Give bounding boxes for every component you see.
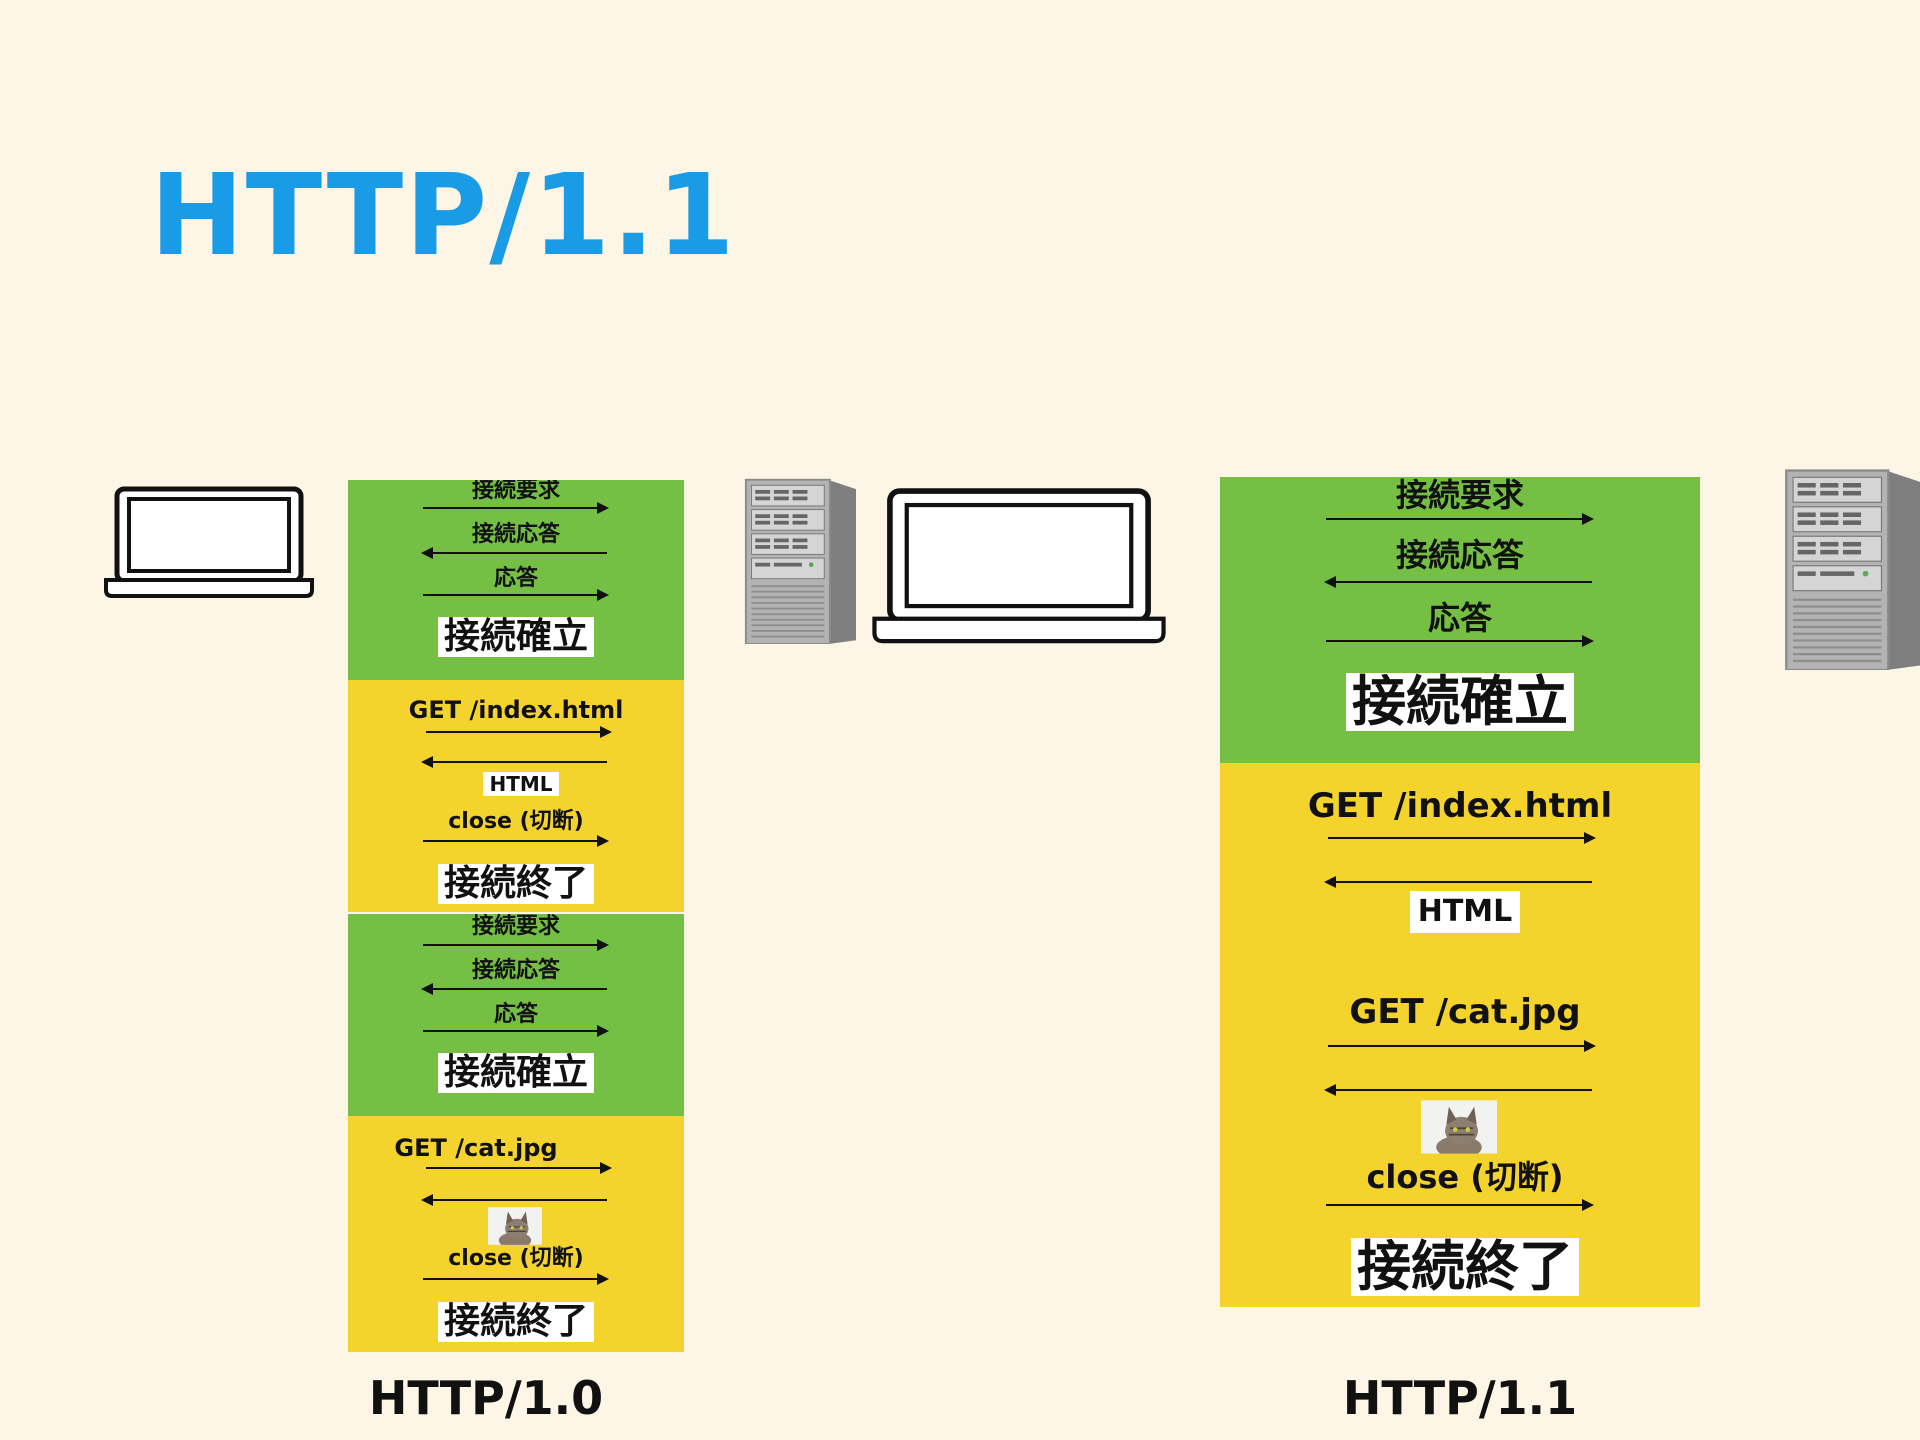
server-tower-icon: [744, 474, 856, 646]
closed-label: 接続終了: [348, 864, 684, 904]
http10-exchange-2: GET /cat.jpg close (切断) 接続終了: [348, 1116, 684, 1352]
request2-label: GET /cat.jpg: [1349, 992, 1581, 1032]
syn-ack-label: 接続応答: [471, 522, 560, 547]
syn-ack-arrow: [421, 983, 607, 995]
close-label: close (切断): [448, 809, 584, 834]
ack-arrow: [423, 1025, 609, 1037]
ack-label: 応答: [1427, 599, 1492, 637]
syn-arrow: [423, 502, 609, 514]
http10-caption: HTTP/1.0: [368, 1371, 604, 1425]
cat-photo: [1421, 1100, 1497, 1154]
cat-photo: [488, 1207, 542, 1245]
established-label: 接続確立: [348, 617, 684, 657]
syn-ack-label: 接続応答: [1395, 536, 1524, 574]
http11-caption: HTTP/1.1: [1342, 1371, 1578, 1425]
close-arrow: [423, 835, 609, 847]
syn-ack-label: 接続応答: [471, 958, 560, 983]
http10-handshake-2: 接続要求 接続応答 応答 接続確立: [348, 914, 684, 1116]
syn-arrow: [423, 939, 609, 951]
request-label: GET /cat.jpg: [394, 1134, 558, 1162]
http11-exchange: GET /index.html HTML GET /cat.jpg close …: [1220, 763, 1700, 1307]
response-label: HTML: [348, 772, 684, 796]
http10-handshake-1: 接続要求 接続応答 応答 接続確立: [348, 480, 684, 680]
request1-label: GET /index.html: [1307, 786, 1613, 826]
close-arrow: [423, 1273, 609, 1285]
established-label: 接続確立: [348, 1053, 684, 1093]
request-label: GET /index.html: [408, 696, 624, 724]
request-arrow: [426, 726, 612, 738]
closed-label: 接続終了: [348, 1302, 684, 1342]
syn-ack-arrow: [1324, 576, 1592, 588]
close-label: close (切断): [1366, 1158, 1564, 1196]
ack-arrow: [423, 589, 609, 601]
response1-arrow: [1324, 876, 1592, 888]
ack-label: 応答: [493, 1002, 538, 1027]
response1-label: HTML: [1220, 891, 1700, 933]
ack-label: 応答: [493, 566, 538, 591]
response2-arrow: [1324, 1084, 1592, 1096]
close-arrow: [1326, 1199, 1594, 1211]
ack-arrow: [1326, 635, 1594, 647]
page-title: HTTP/1.1: [150, 151, 737, 281]
syn-label: 接続要求: [1395, 477, 1524, 514]
request1-arrow: [1328, 832, 1596, 844]
syn-label: 接続要求: [471, 480, 560, 503]
request-arrow: [426, 1162, 612, 1174]
http10-exchange-1: GET /index.html HTML close (切断) 接続終了: [348, 680, 684, 912]
established-label: 接続確立: [1220, 673, 1700, 731]
close-label: close (切断): [448, 1246, 584, 1271]
request2-arrow: [1328, 1040, 1596, 1052]
laptop-icon: [104, 486, 314, 598]
syn-label: 接続要求: [471, 914, 560, 939]
response-arrow: [421, 1194, 607, 1206]
http11-handshake: 接続要求 接続応答 応答 接続確立: [1220, 477, 1700, 763]
closed-label: 接続終了: [1230, 1238, 1700, 1296]
laptop-icon: [872, 488, 1166, 644]
server-tower-icon: [1784, 466, 1920, 670]
syn-arrow: [1326, 513, 1594, 525]
response-arrow: [421, 756, 607, 768]
syn-ack-arrow: [421, 547, 607, 559]
